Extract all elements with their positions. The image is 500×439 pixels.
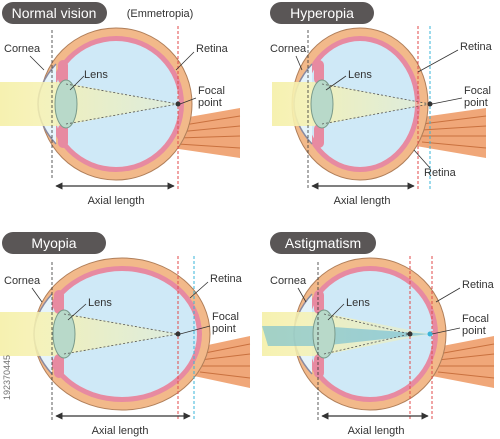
axial-length-label: Axial length: [334, 195, 391, 207]
light-rays: [63, 313, 179, 355]
cornea-leader: [29, 55, 45, 71]
title-pill: [270, 232, 376, 254]
iris-lower: [58, 124, 68, 148]
iris-upper: [58, 60, 68, 84]
retina-leader: [189, 281, 209, 299]
lens: [312, 309, 336, 359]
focal-label-line2: point: [462, 325, 486, 337]
optic-nerve: [416, 108, 486, 158]
panel-myopia: Myopia Cornea Lens Retina Focal point Ax…: [0, 232, 251, 437]
focal-label-line2: point: [212, 323, 236, 335]
light-beam: [0, 82, 178, 126]
retina-leader: [175, 51, 195, 71]
cornea-label: Cornea: [270, 43, 307, 55]
cornea-label: Cornea: [4, 43, 41, 55]
nerve-fibers: [437, 343, 495, 379]
cornea-leader: [297, 287, 307, 303]
focal-label-line2: point: [464, 97, 488, 109]
retina-label: Retina: [210, 273, 243, 285]
cornea-label: Cornea: [4, 275, 41, 287]
focal-leader: [431, 97, 463, 105]
axial-length-label: Axial length: [92, 425, 149, 437]
panel-subtitle: (Emmetropia): [127, 8, 194, 20]
panel-astigmatism: Astigmatism Cornea Lens Retina Focal poi…: [262, 232, 495, 437]
light-beam: [272, 82, 428, 126]
retina-leader-bottom: [413, 149, 431, 169]
iris-upper: [314, 60, 324, 84]
lens-leader: [327, 303, 345, 321]
panel-title: Myopia: [31, 235, 76, 251]
cornea-leader: [31, 287, 43, 303]
axial-length-label: Axial length: [348, 425, 405, 437]
focal-label-line1: Focal: [464, 85, 491, 97]
retina-leader: [435, 287, 461, 303]
focal-label-line1: Focal: [198, 85, 225, 97]
panel-title: Astigmatism: [285, 235, 361, 251]
retina-label: Retina: [462, 279, 495, 291]
title-pill: [2, 232, 106, 254]
retina-leader-top: [417, 49, 459, 73]
lens: [54, 79, 78, 129]
light-rays: [65, 83, 179, 125]
astigmatic-beam: [262, 326, 430, 346]
iris-lower: [314, 354, 324, 378]
lens-label: Lens: [88, 297, 112, 309]
axial-length-label: Axial length: [88, 195, 145, 207]
lens: [310, 79, 334, 129]
focal-point-dot-1: [407, 331, 413, 337]
retina-label: Retina: [196, 43, 229, 55]
panel-normal-vision: Normal vision (Emmetropia) Cornea Le: [0, 2, 241, 207]
focal-point-dot: [427, 101, 433, 107]
lens-leader: [325, 75, 347, 91]
iris-upper: [54, 290, 64, 314]
title-pill: [270, 2, 374, 24]
watermark-id: 192370445: [2, 355, 12, 400]
lens-label: Lens: [348, 69, 372, 81]
nerve-fibers: [421, 115, 487, 149]
cornea-leader: [295, 55, 303, 71]
focal-leader: [179, 97, 197, 105]
lens-label: Lens: [346, 297, 370, 309]
focal-point-dot-2: [427, 331, 433, 337]
iris-lower: [54, 354, 64, 378]
lens-label: Lens: [84, 69, 108, 81]
iris-lower: [314, 124, 324, 148]
panel-title: Normal vision: [12, 5, 97, 21]
nerve-fibers: [199, 343, 251, 379]
title-pill: [2, 2, 107, 24]
retina-label-top: Retina: [460, 41, 493, 53]
focal-leader: [431, 327, 461, 335]
retina-label-bottom: Retina: [424, 167, 457, 179]
focal-leader: [179, 325, 211, 335]
panel-hyperopia: Hyperopia Cornea Lens Retina Focal point…: [270, 2, 493, 207]
focal-point-dot: [175, 331, 181, 337]
optic-nerve: [432, 336, 494, 388]
lens-leader: [69, 75, 85, 91]
lens: [52, 309, 76, 359]
focal-point-dot: [175, 101, 181, 107]
lens-leader: [67, 303, 87, 321]
panel-title: Hyperopia: [290, 5, 354, 21]
iris-upper: [314, 290, 324, 314]
focal-label-line1: Focal: [462, 313, 489, 325]
light-beam: [0, 312, 180, 356]
focal-label-line1: Focal: [212, 311, 239, 323]
focal-label-line2: point: [198, 97, 222, 109]
cornea-label: Cornea: [270, 275, 307, 287]
light-rays: [323, 313, 411, 355]
